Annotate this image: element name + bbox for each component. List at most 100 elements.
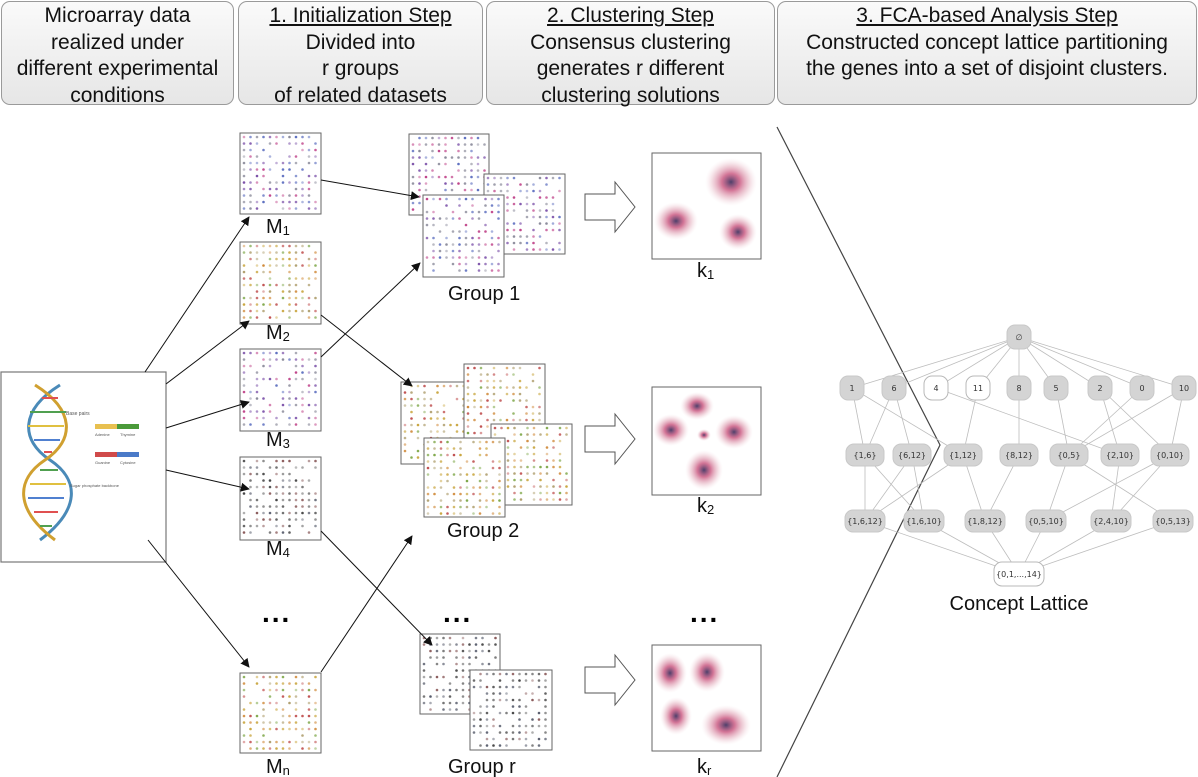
svg-text:11: 11: [973, 384, 983, 393]
lattice-node-l1: 11: [965, 375, 991, 401]
block-arrow-r: [584, 653, 636, 707]
svg-text:∅: ∅: [1016, 333, 1023, 342]
header-line: Consensus clustering: [530, 30, 731, 54]
lattice-node-l1: 5: [1043, 375, 1069, 401]
clustering-label-kr: kr: [697, 756, 712, 777]
lattice-node-l3: {1,6,10}: [903, 509, 945, 533]
header-line: conditions: [70, 83, 165, 107]
header-line: Microarray data: [44, 4, 191, 27]
arrow-m2-group2: [320, 314, 413, 387]
matrix-label-m1: M1: [266, 216, 290, 238]
header-line: Divided into: [305, 30, 416, 54]
header-line: Constructed concept lattice partitioning: [806, 30, 1168, 54]
header-initialization: 1. Initialization Step Divided into r gr…: [238, 1, 483, 107]
header-data: Microarray data realized under different…: [1, 1, 234, 107]
block-arrow-1: [584, 180, 636, 234]
header-line: clustering solutions: [541, 83, 720, 107]
lattice-edge: [1018, 336, 1143, 389]
lattice-node-l2: {0,10}: [1150, 443, 1190, 467]
matrix-mn: [239, 672, 322, 754]
header-clustering: 2. Clustering Step Consensus clustering …: [486, 1, 775, 107]
lattice-node-l2: {1,12}: [943, 443, 983, 467]
svg-text:{0,5,10}: {0,5,10}: [1028, 517, 1064, 526]
svg-text:{1,8,12}: {1,8,12}: [967, 517, 1003, 526]
lattice-edge: [935, 336, 1020, 389]
svg-text:{0,5,13}: {0,5,13}: [1155, 517, 1191, 526]
dna-backbone-label: Sugar phosphate backbone: [70, 483, 120, 488]
matrix-label-mn: Mn: [266, 756, 290, 777]
lattice-edge: [1068, 387, 1185, 456]
header-line: of related datasets: [274, 83, 447, 107]
dna-guanine-label: Guanine: [95, 460, 111, 465]
svg-text:{1,6,12}: {1,6,12}: [847, 517, 883, 526]
lattice-node-l1: 2: [1087, 375, 1113, 401]
groupr-matrix-b: [469, 669, 553, 751]
svg-text:1: 1: [849, 384, 854, 393]
ellipsis-groups: ...: [443, 597, 472, 628]
svg-text:5: 5: [1053, 384, 1058, 393]
group2-matrix-d: [423, 437, 506, 518]
svg-text:{1,6}: {1,6}: [854, 451, 877, 460]
ellipsis-clusterings: ...: [690, 597, 719, 628]
lattice-node-l1: 4: [923, 375, 949, 401]
lattice-node-l1: 6: [881, 375, 907, 401]
arrow-dna-m3: [165, 400, 250, 429]
arrow-mn-group2: [320, 535, 413, 673]
matrix-m3: [239, 348, 322, 432]
svg-text:10: 10: [1179, 384, 1189, 393]
dna-thymine-label: Thymine: [120, 432, 136, 437]
header-line: generates r different: [536, 57, 725, 80]
svg-text:{0,1,...,14}: {0,1,...,14}: [996, 570, 1042, 579]
matrix-label-m3: M3: [266, 429, 290, 451]
lattice-node-l1: 8: [1006, 375, 1032, 401]
header-line: different experimental: [16, 57, 219, 80]
svg-text:{1,12}: {1,12}: [949, 451, 977, 460]
svg-text:{2,4,10}: {2,4,10}: [1093, 517, 1129, 526]
lattice-edge: [1068, 454, 1174, 522]
arrow-m1-group1: [320, 179, 420, 201]
svg-text:{2,10}: {2,10}: [1106, 451, 1134, 460]
lattice-node-l2: {2,10}: [1100, 443, 1140, 467]
header-line: r groups: [321, 57, 400, 80]
clustering-kr: [651, 644, 762, 752]
arrow-m3-group1: [320, 262, 421, 358]
svg-text:8: 8: [1016, 384, 1021, 393]
group-label-1: Group 1: [448, 283, 520, 305]
lattice-edge: [1018, 336, 1101, 389]
lattice-edge: [864, 520, 1020, 575]
lattice-node-bottom: {0,1,...,14}: [993, 561, 1045, 587]
svg-text:0: 0: [1139, 384, 1144, 393]
lattice-edge: [893, 336, 1020, 389]
lattice-node-l3: {1,6,12}: [844, 509, 886, 533]
lattice-edge: [1018, 336, 1185, 389]
group-label-r: Group r: [448, 756, 516, 777]
lattice-node-l3: {0,5,10}: [1025, 509, 1067, 533]
svg-text:{6,12}: {6,12}: [898, 451, 926, 460]
lattice-node-l2: {6,12}: [892, 443, 932, 467]
matrix-label-m4: M4: [266, 538, 290, 560]
svg-text:2: 2: [1097, 384, 1102, 393]
group1-matrix-c: [422, 194, 505, 278]
matrix-m1: [239, 132, 322, 215]
matrix-m2: [239, 241, 322, 325]
header-title: 2. Clustering Step: [547, 4, 714, 27]
svg-text:{0,5}: {0,5}: [1058, 451, 1081, 460]
lattice-node-l3: {2,4,10}: [1090, 509, 1132, 533]
clustering-k2: [651, 386, 762, 496]
svg-text:6: 6: [891, 384, 896, 393]
dna-cytosine-label: Cytosine: [120, 460, 136, 465]
arrow-m4-groupr: [320, 530, 433, 646]
matrix-label-m2: M2: [266, 322, 290, 344]
header-title: 1. Initialization Step: [269, 4, 452, 27]
svg-text:{0,10}: {0,10}: [1156, 451, 1184, 460]
lattice-node-l2: {0,5}: [1049, 443, 1089, 467]
clustering-label-k1: k1: [697, 260, 714, 282]
ellipsis-matrices: ...: [262, 597, 291, 628]
header-line: the genes into a set of disjoint cluster…: [806, 57, 1168, 80]
lattice-node-l3: {0,5,13}: [1152, 509, 1194, 533]
header-title: 3. FCA-based Analysis Step: [856, 4, 1118, 27]
lattice-node-top: ∅: [1006, 324, 1032, 350]
lattice-caption: Concept Lattice: [950, 593, 1089, 615]
